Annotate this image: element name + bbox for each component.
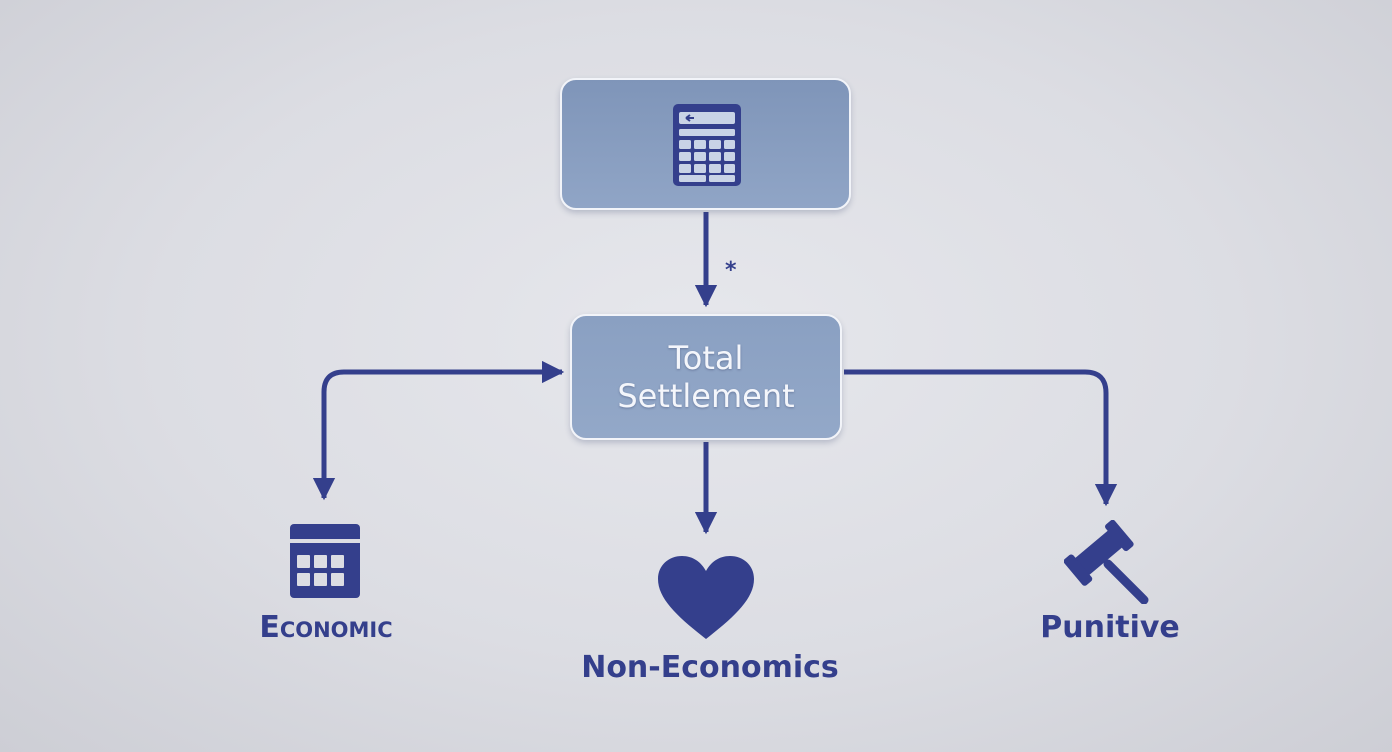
gavel-icon	[1064, 520, 1149, 604]
calculator-icon	[673, 104, 741, 186]
total-settlement-label: Total Settlement	[617, 339, 795, 415]
punitive-label: Punitive	[1040, 610, 1180, 645]
calendar-icon	[290, 524, 360, 598]
total-settlement-node: Total Settlement	[570, 314, 842, 440]
heart-icon	[658, 556, 754, 639]
connector-marker: *	[725, 258, 737, 283]
calculator-node	[560, 78, 851, 210]
economic-label: Economic	[259, 610, 393, 645]
non-economics-label: Non-Economics	[581, 650, 839, 685]
arrow-center-to-punitive	[844, 369, 1118, 507]
arrow-to-center-left	[312, 360, 565, 501]
